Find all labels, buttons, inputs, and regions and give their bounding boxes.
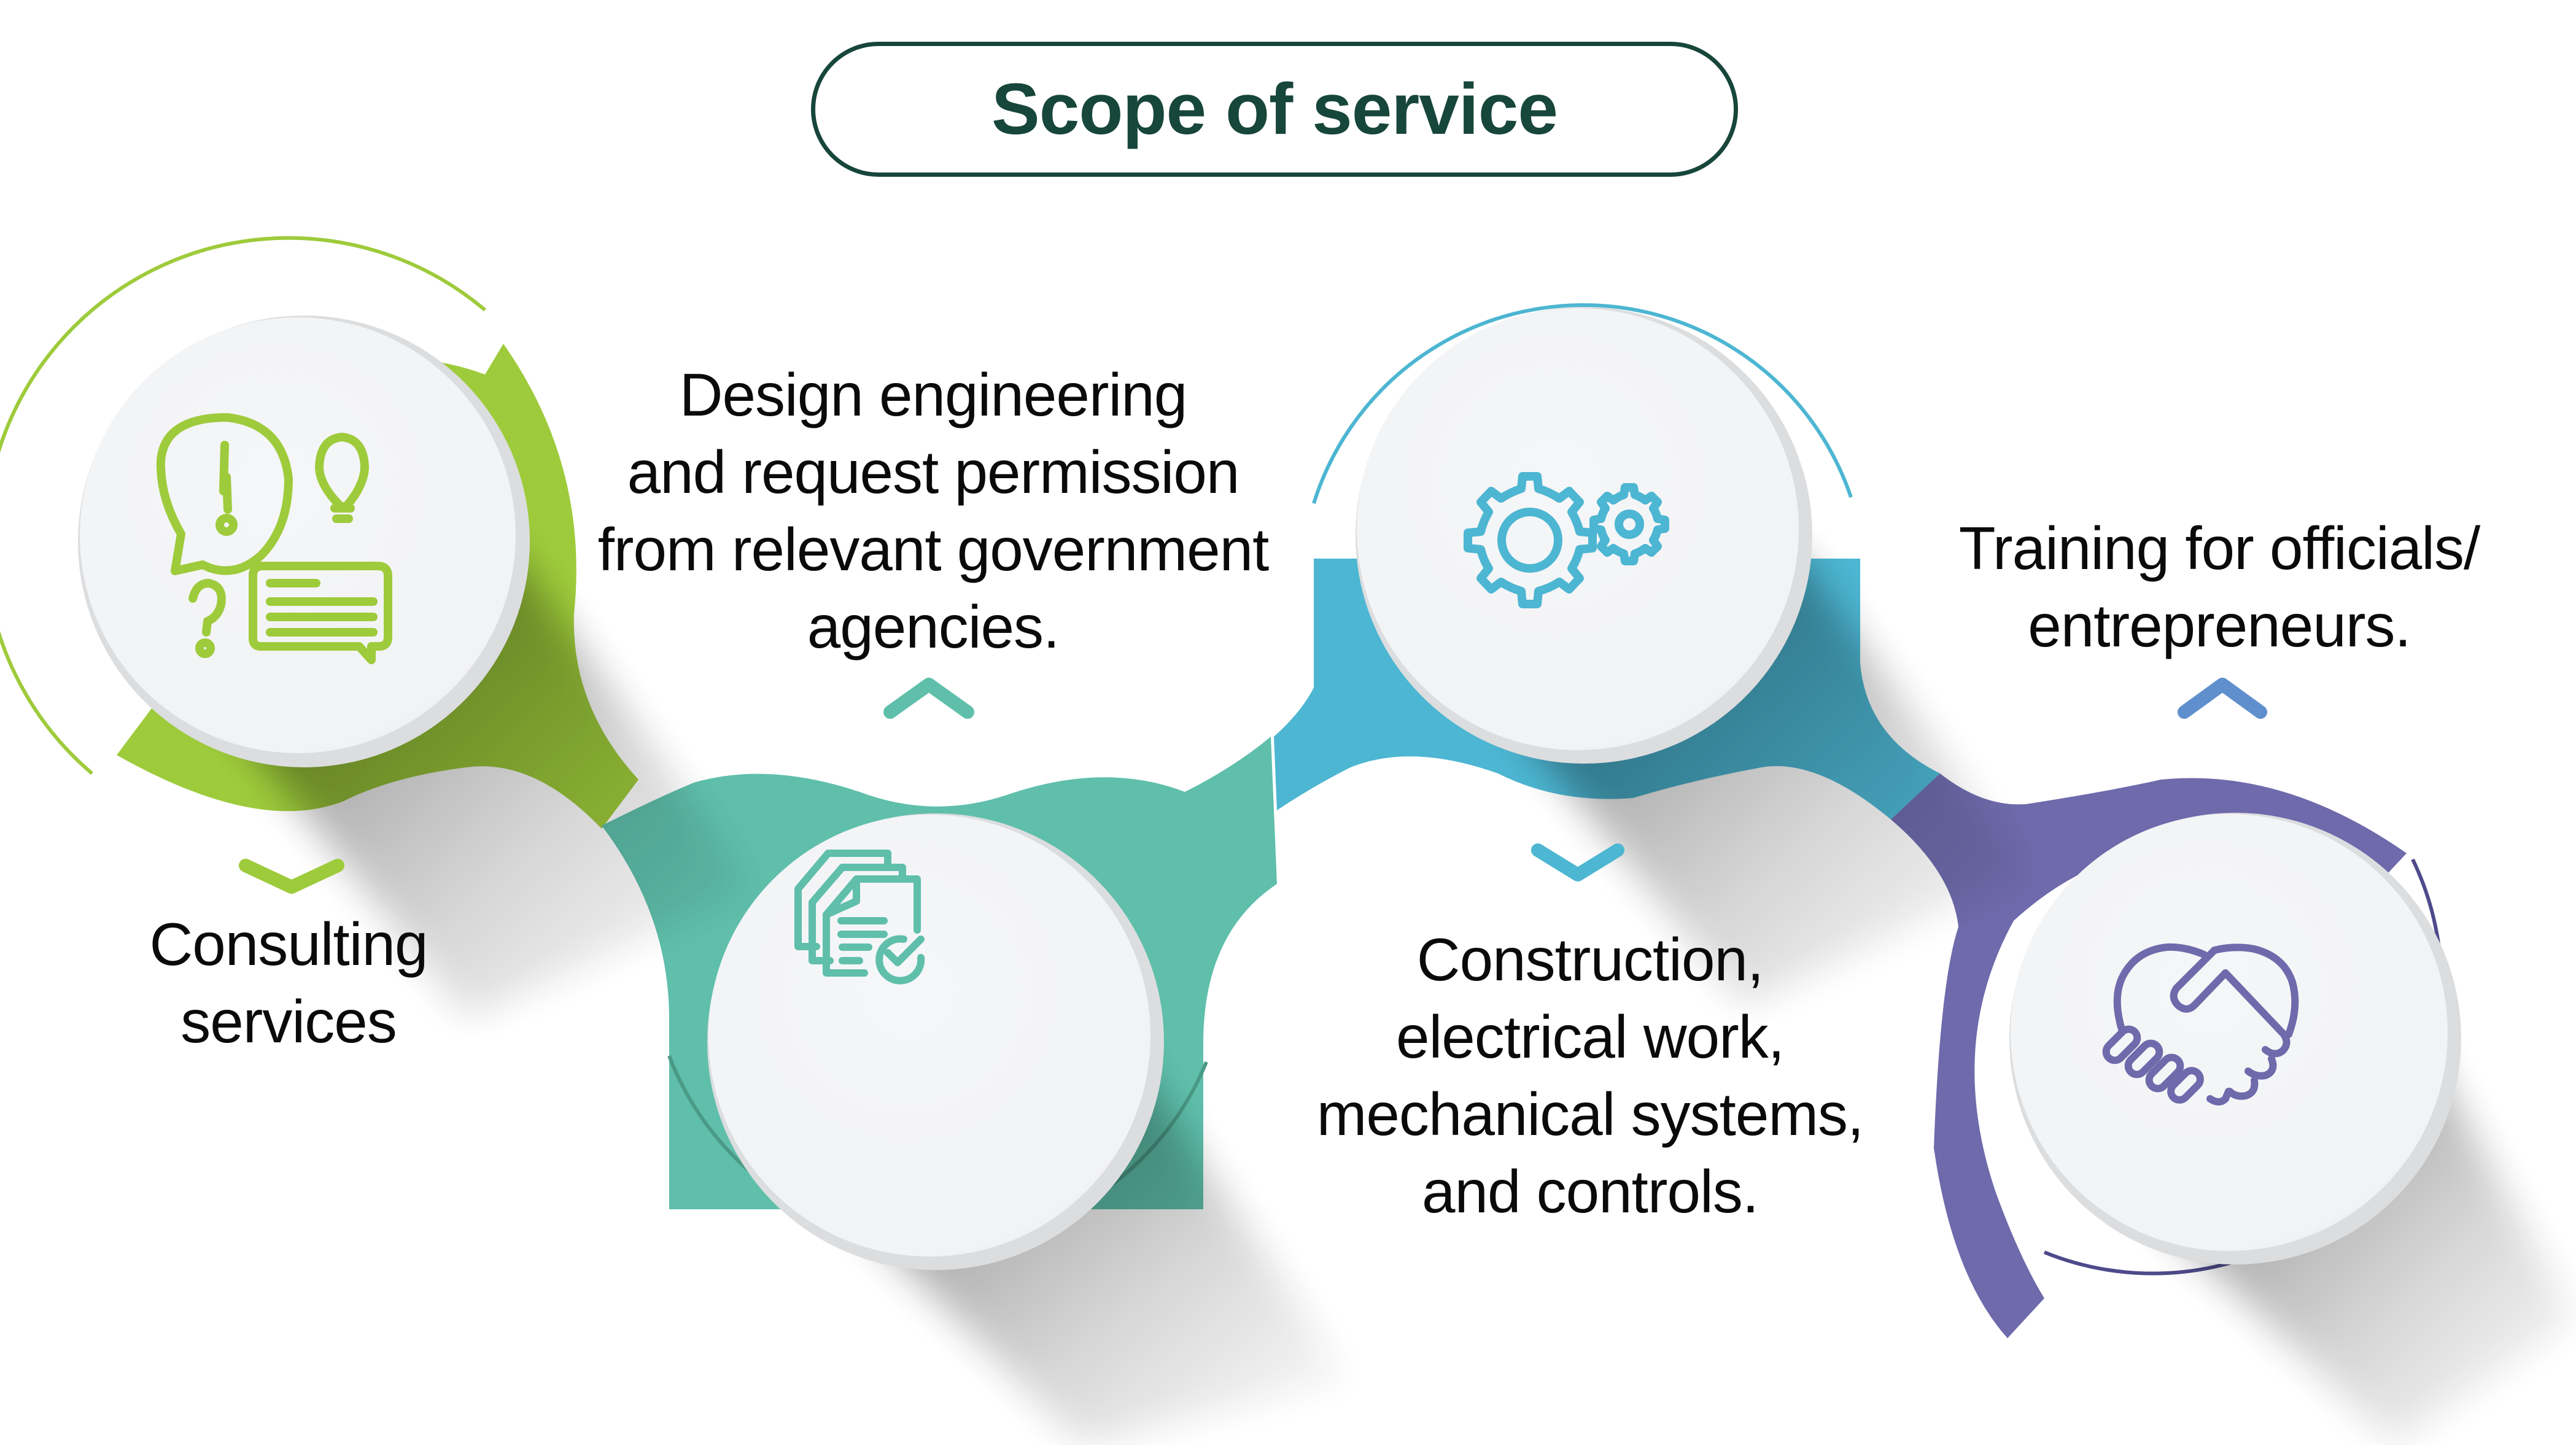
gears-icon [1464, 472, 1669, 608]
step-2-label: Design engineering and request permissio… [597, 361, 1270, 661]
step-1-circle [78, 316, 530, 767]
ring-blue [1312, 303, 1853, 504]
title-pill: Scope of service [811, 42, 1738, 177]
chevron-up-icon-step4 [2178, 678, 2267, 719]
chevron-up-icon-step2 [883, 678, 974, 719]
ring-green [0, 236, 486, 775]
documents-check-icon [794, 850, 925, 985]
page-title: Scope of service [991, 69, 1558, 150]
handshake-heart-icon [2102, 943, 2299, 1106]
step-4-circle [2009, 813, 2461, 1265]
chevron-down-icon-step3 [1531, 843, 1624, 881]
chevron-down-icon-step1 [239, 859, 344, 894]
step-1-label: Consulting services [149, 910, 428, 1055]
step-3-label: Construction, electrical work, mechanica… [1316, 926, 1864, 1225]
step-2-circle [707, 813, 1164, 1270]
chat-idea-question-icon [156, 413, 392, 664]
band-purple [1891, 773, 2407, 1338]
step-4-label: Training for officials/ entrepreneurs. [1958, 514, 2480, 659]
